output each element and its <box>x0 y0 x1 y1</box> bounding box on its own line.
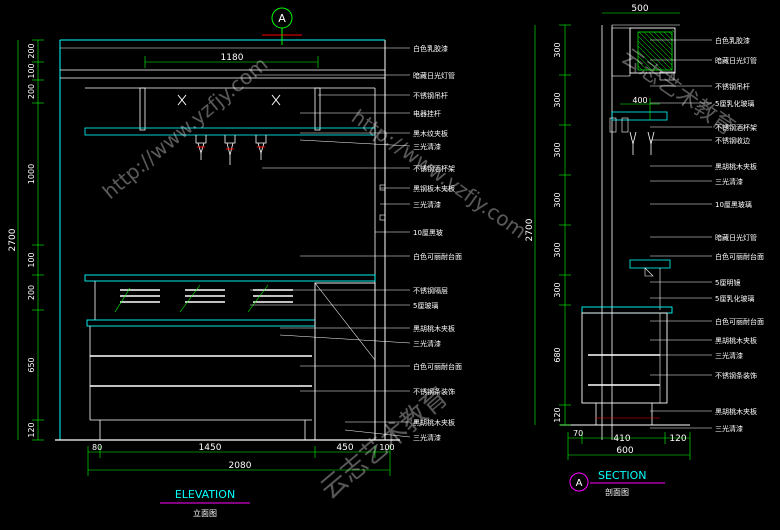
section-title: SECTION <box>598 469 646 482</box>
elevation-view: A 1180 200 100 200 1000 100 200 650 120 2700 80… <box>8 7 462 518</box>
elevation-dim-segment: 200 <box>27 285 36 300</box>
section-dim-bottom-left: 70 <box>573 429 583 438</box>
section-callout-label: 白色乳胶漆 <box>715 36 750 45</box>
elevation-callout-label: 黑木纹夹板 <box>413 129 448 138</box>
elevation-callout-label: 电器挂杆 <box>413 109 441 118</box>
elevation-callout-label: 三光清漆 <box>413 433 441 442</box>
section-callout-label: 白色可丽耐台面 <box>715 252 764 261</box>
section-callout-label: 黑胡桃木夹板 <box>715 162 757 171</box>
section-callout-label: 不锈钢吊杆 <box>715 82 750 91</box>
elevation-callout-label: 暗藏日光灯管 <box>413 71 455 80</box>
section-callout-label: 三光清漆 <box>715 424 743 433</box>
elevation-callout-label: 三光清漆 <box>413 200 441 209</box>
section-callout-label: 黑胡桃木夹板 <box>715 336 757 345</box>
elevation-subtitle: 立面图 <box>193 508 217 518</box>
elevation-dim-top: 1180 <box>221 53 244 63</box>
elevation-callout-label: 黑胡桃木夹板 <box>413 324 455 333</box>
elevation-dim-segment: 200 <box>27 43 36 58</box>
section-callout-label: 不锈钢酒杯架 <box>715 123 757 132</box>
elevation-dim-bottom-left: 80 <box>92 443 102 452</box>
section-callout-label: 不锈钢收边 <box>715 136 750 145</box>
section-callout-label: 5厘明镜 <box>715 278 740 287</box>
section-dim-segment: 300 <box>553 192 562 207</box>
section-callout-label: 暗藏日光灯管 <box>715 233 757 242</box>
section-callout-label: 白色可丽耐台面 <box>715 317 764 326</box>
section-view: 400 500 300 300 300 300 300 300 680 120 2700 70 <box>525 4 764 497</box>
elevation-dim-segment: 200 <box>27 84 36 99</box>
section-dim-segment: 300 <box>553 242 562 257</box>
elevation-callout-label: 三光清漆 <box>413 142 441 151</box>
elevation-callout-label: 三光清漆 <box>413 339 441 348</box>
section-dim-segment: 300 <box>553 92 562 107</box>
elevation-dim-segment: 100 <box>27 63 36 78</box>
elevation-dim-segment: 100 <box>27 252 36 267</box>
section-callout-label: 三光清漆 <box>715 177 743 186</box>
elevation-callout-label: 10厘黑玻 <box>413 228 443 237</box>
elevation-dim-bottom-right-a: 450 <box>336 443 353 453</box>
section-dim-segment: 300 <box>553 42 562 57</box>
elevation-title: ELEVATION <box>175 488 235 501</box>
section-dim-total-height: 2700 <box>525 218 535 241</box>
elevation-callout-label: 5厘玻璃 <box>413 301 438 310</box>
section-dim-bottom-right: 120 <box>669 434 686 444</box>
elevation-callout-label: 不锈钢酒杯架 <box>413 164 455 173</box>
elevation-callout-label: 黑胡桃木夹板 <box>413 418 455 427</box>
section-dim-bottom-total: 600 <box>616 446 633 456</box>
section-dim-segment: 300 <box>553 282 562 297</box>
elevation-callout-label: 黑钢板木夹板 <box>413 184 455 193</box>
elevation-dim-segment: 120 <box>27 422 36 437</box>
wine-glass-icon <box>195 135 267 165</box>
section-dim-segment: 680 <box>553 347 562 362</box>
elevation-callout-label: 不锈钢隔层 <box>413 286 448 295</box>
section-dim-segment: 120 <box>553 407 562 422</box>
section-label: A <box>576 478 583 489</box>
elevation-callout-label: 不锈钢条装饰 <box>413 387 455 396</box>
section-callout-label: 5厘乳化玻璃 <box>715 99 754 108</box>
section-dim-segment: 300 <box>553 142 562 157</box>
elevation-dim-bottom-total: 2080 <box>229 461 252 471</box>
elevation-dim-segment: 650 <box>27 357 36 372</box>
elevation-callout-label: 不锈钢吊杆 <box>413 91 448 100</box>
section-callout-label: 三光清漆 <box>715 351 743 360</box>
elevation-dim-segment: 1000 <box>27 164 36 184</box>
elevation-dim-total-height: 2700 <box>8 228 18 251</box>
elevation-callout-label: 白色乳胶漆 <box>413 44 448 53</box>
elevation-dim-bottom-main: 1450 <box>199 443 222 453</box>
section-callout-label: 黑胡桃木夹板 <box>715 407 757 416</box>
section-subtitle: 剖面图 <box>605 487 629 497</box>
section-callout-label: 不锈钢条装饰 <box>715 371 757 380</box>
section-dim-mid: 400 <box>632 96 647 105</box>
section-marker-label: A <box>278 12 286 25</box>
elevation-dim-bottom-right-b: 100 <box>379 443 394 452</box>
section-callout-label: 暗藏日光灯管 <box>715 56 757 65</box>
section-dim-top: 500 <box>631 4 648 14</box>
section-dim-bottom-main: 410 <box>613 434 630 444</box>
elevation-callout-label: 白色可丽耐台面 <box>413 362 462 371</box>
section-callout-label: 5厘乳化玻璃 <box>715 294 754 303</box>
section-callout-label: 10厘黑玻璃 <box>715 200 752 209</box>
elevation-callout-label: 白色可丽耐台面 <box>413 252 462 261</box>
